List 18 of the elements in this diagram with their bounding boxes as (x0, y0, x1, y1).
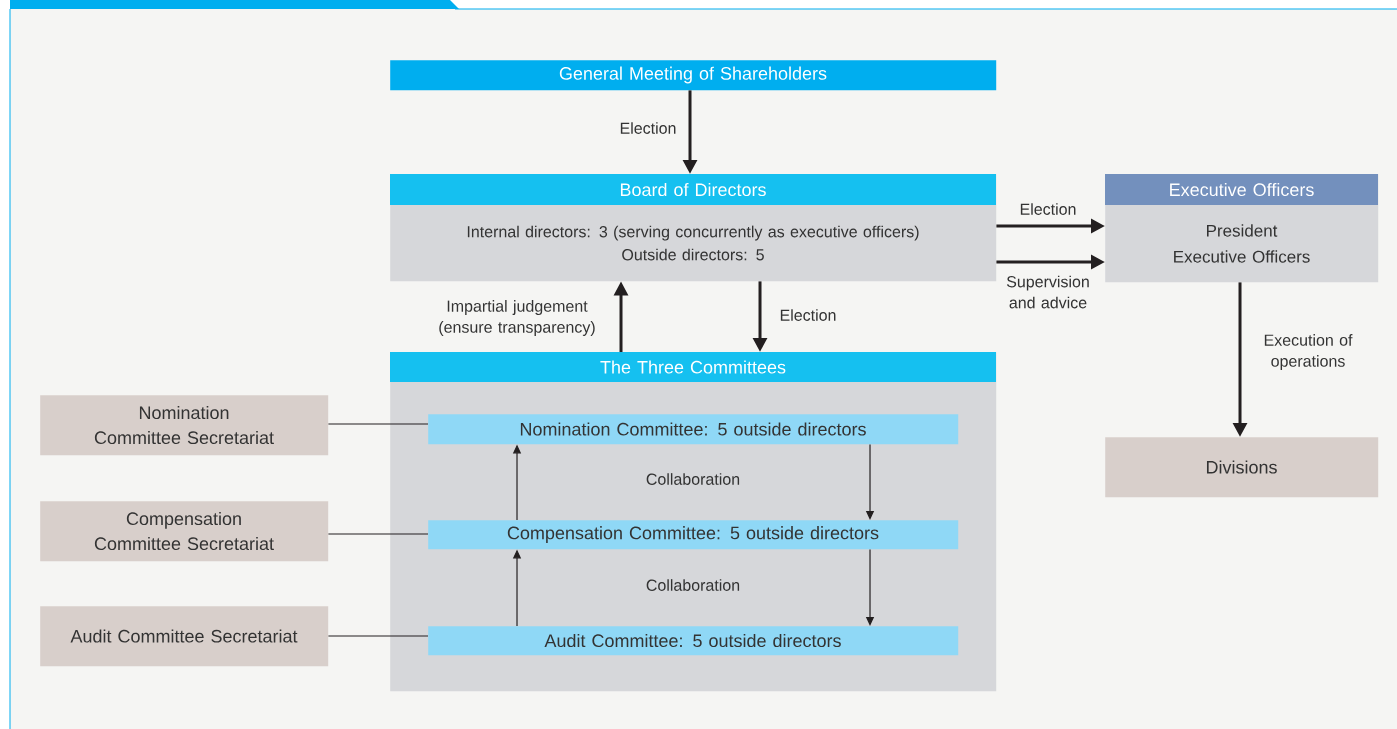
committee-bar: Nomination Committee: 5 outside directors (428, 414, 959, 445)
board-box: Board of Directors Internal directors: 3 (serving concurrently as executive officers) Outside directors: 5 (390, 174, 997, 282)
edge-label: Election (1020, 203, 1076, 215)
committee-bar: Compensation Committee: 5 outside directors (428, 520, 959, 550)
header-bar: General Meeting of Shareholders (390, 60, 997, 91)
officers-box: Executive Officers President Executive Officers (1105, 174, 1379, 283)
edge-label: Election (620, 122, 676, 134)
note-text: Collaboration (646, 473, 740, 485)
committee-bar: Audit Committee: 5 outside directors (428, 626, 959, 656)
secretariat-box: Compensation Committee Secretariat (40, 501, 329, 562)
note-text: Collaboration (646, 579, 740, 591)
secretariat-box: Nomination Committee Secretariat (40, 395, 329, 456)
edge-label: Supervision and advice (1006, 275, 1089, 309)
secretariat-box: Audit Committee Secretariat (40, 606, 329, 667)
edge-label: Execution of operations (1264, 334, 1353, 370)
edge-label: Election (780, 309, 836, 321)
divisions-box: Divisions (1105, 437, 1379, 498)
edge-label: Impartial judgement (ensure transparency) (439, 300, 595, 336)
